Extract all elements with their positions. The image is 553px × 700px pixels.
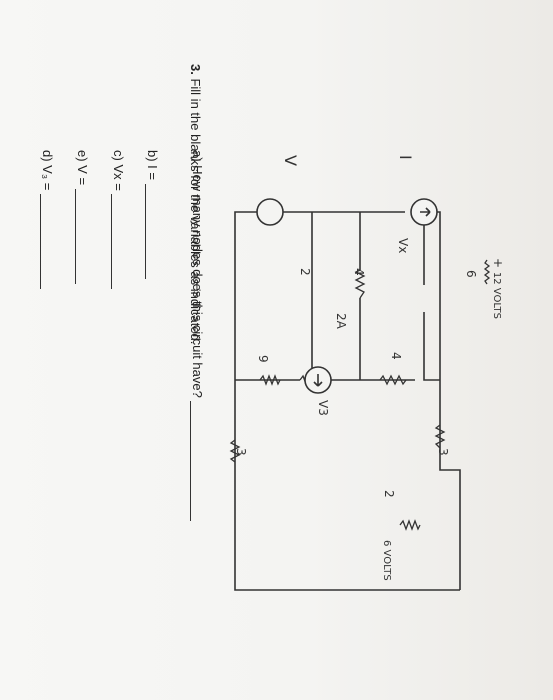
label-4-left-text: 4 <box>352 268 366 276</box>
resistor-2-right <box>399 519 421 531</box>
label-12v-text: 12 VOLTS <box>491 271 502 319</box>
label-3-bottom: 3 <box>234 448 248 456</box>
arrow-icon <box>420 207 431 217</box>
voltage-source-v <box>256 198 284 226</box>
label-9-text: 9 <box>256 355 270 363</box>
label-6: 6 <box>464 270 478 278</box>
label-3-top-text: 3 <box>436 448 450 456</box>
label-2-left-text: 2 <box>298 268 312 276</box>
label-V3: V3 <box>316 400 330 416</box>
label-2-right: 2 <box>382 490 396 498</box>
label-6v-text: 6 VOLTS <box>381 540 392 581</box>
label-4-mid: 4 <box>389 352 403 360</box>
resistor-9 <box>259 374 281 386</box>
wire-bottom <box>234 415 460 591</box>
resistor-6 <box>483 259 491 285</box>
label-4-left: 4 <box>352 268 366 276</box>
wire-upper-left <box>234 211 405 262</box>
label-2A: 2A <box>334 313 348 329</box>
label-12v-plus: + <box>491 258 505 269</box>
label-I: I <box>396 155 415 160</box>
down-arrow-icon <box>313 374 323 387</box>
label-6-text: 6 <box>464 270 478 278</box>
label-4-mid-text: 4 <box>389 352 403 360</box>
label-2A-text: 2A <box>334 313 348 329</box>
label-2-left: 2 <box>298 268 312 276</box>
resistor-4-left <box>354 269 366 299</box>
resistor-4-mid <box>379 374 407 386</box>
label-9: 9 <box>256 355 270 363</box>
wire-left-lower <box>423 312 440 381</box>
label-V3-text: V3 <box>316 400 330 416</box>
label-2-right-text: 2 <box>382 490 396 498</box>
label-3-top: 3 <box>436 448 450 456</box>
label-I-text: I <box>396 155 415 160</box>
label-Vx: Vx <box>396 238 410 253</box>
label-6-volts: 6 VOLTS <box>381 540 395 581</box>
label-12-volts: + 12 VOLTS <box>491 258 505 319</box>
label-V-text: V <box>281 155 300 166</box>
label-V: V <box>281 155 300 166</box>
wire-top-right <box>424 211 441 380</box>
resistor-3-top <box>434 424 446 449</box>
label-3-bottom-text: 3 <box>234 448 248 456</box>
label-Vx-text: Vx <box>396 238 410 254</box>
resistor-3-bottom <box>229 439 241 463</box>
